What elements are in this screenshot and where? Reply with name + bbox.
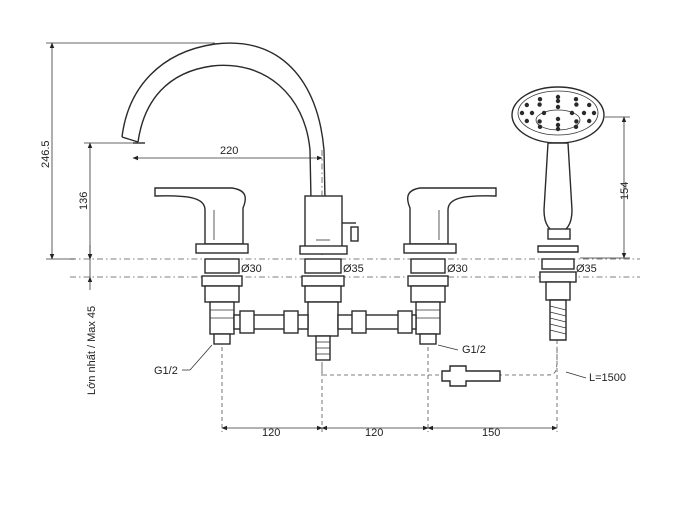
center-valve [301,258,345,361]
shower-height-label: 154 [619,182,631,200]
spout-reach-label: 220 [220,145,238,157]
hand-shower: 154 [511,86,631,259]
thread-right-label: G1/2 [462,344,486,356]
nozzle-dot [555,98,561,104]
right-handle [403,187,497,254]
spacing-3-label: 150 [482,427,500,439]
spacing-2-label: 120 [365,427,383,439]
spout [121,42,359,255]
dimension-handle-height: 136 [78,142,135,260]
nozzle-dot [555,94,561,100]
left-valve [201,258,243,345]
nozzle-dot [574,102,579,107]
shower-hose [321,346,558,387]
nozzle-dot [519,110,525,116]
nozzle-dot [524,102,530,108]
nozzle-dot [537,102,542,107]
nozzle-dot [573,124,579,130]
hole-3-label: Ø30 [447,263,468,275]
dimension-overall-height: 246.5 [40,42,215,260]
thread-left-label: G1/2 [154,365,178,377]
nozzle-dot [586,102,592,108]
nozzle-dot [569,110,575,116]
max-deck-label: Lớn nhất / Max 45 [86,306,98,395]
shower-valve [539,258,577,341]
nozzle-dot [537,96,543,102]
nozzle-dot [573,96,579,102]
nozzle-dot [555,126,561,132]
hose-length-label: L=1500 [589,372,626,384]
hole-1-label: Ø30 [241,263,262,275]
overall-height-label: 246.5 [40,140,52,168]
nozzle-dot [541,110,547,116]
nozzle-dot [591,110,597,116]
hole-4-label: Ø35 [576,263,597,275]
hole-2-label: Ø35 [343,263,364,275]
nozzle-dot [537,119,542,124]
dimension-spout-reach: 220 [132,145,323,161]
thread-labels: G1/2 G1/2 L=1500 [154,344,626,384]
right-valve [407,258,449,345]
diameter-callouts: Ø30 Ø35 Ø30 Ø35 [241,263,597,275]
nozzle-dot [537,124,543,130]
spacing-1-label: 120 [262,427,280,439]
nozzle-dot [574,119,579,124]
spacing-dimensions: 120 120 150 [221,425,558,439]
nozzle-dot [529,110,535,116]
handle-height-label: 136 [78,192,90,210]
nozzle-dot [555,116,561,122]
dimension-max-deck: Lớn nhất / Max 45 [86,245,98,395]
left-handle [154,187,249,254]
nozzle-dot [555,104,561,110]
nozzle-dot [524,118,530,124]
nozzle-dot [555,122,561,128]
nozzle-dot [586,118,592,124]
connecting-pipes [233,310,417,334]
nozzle-dot [581,110,587,116]
